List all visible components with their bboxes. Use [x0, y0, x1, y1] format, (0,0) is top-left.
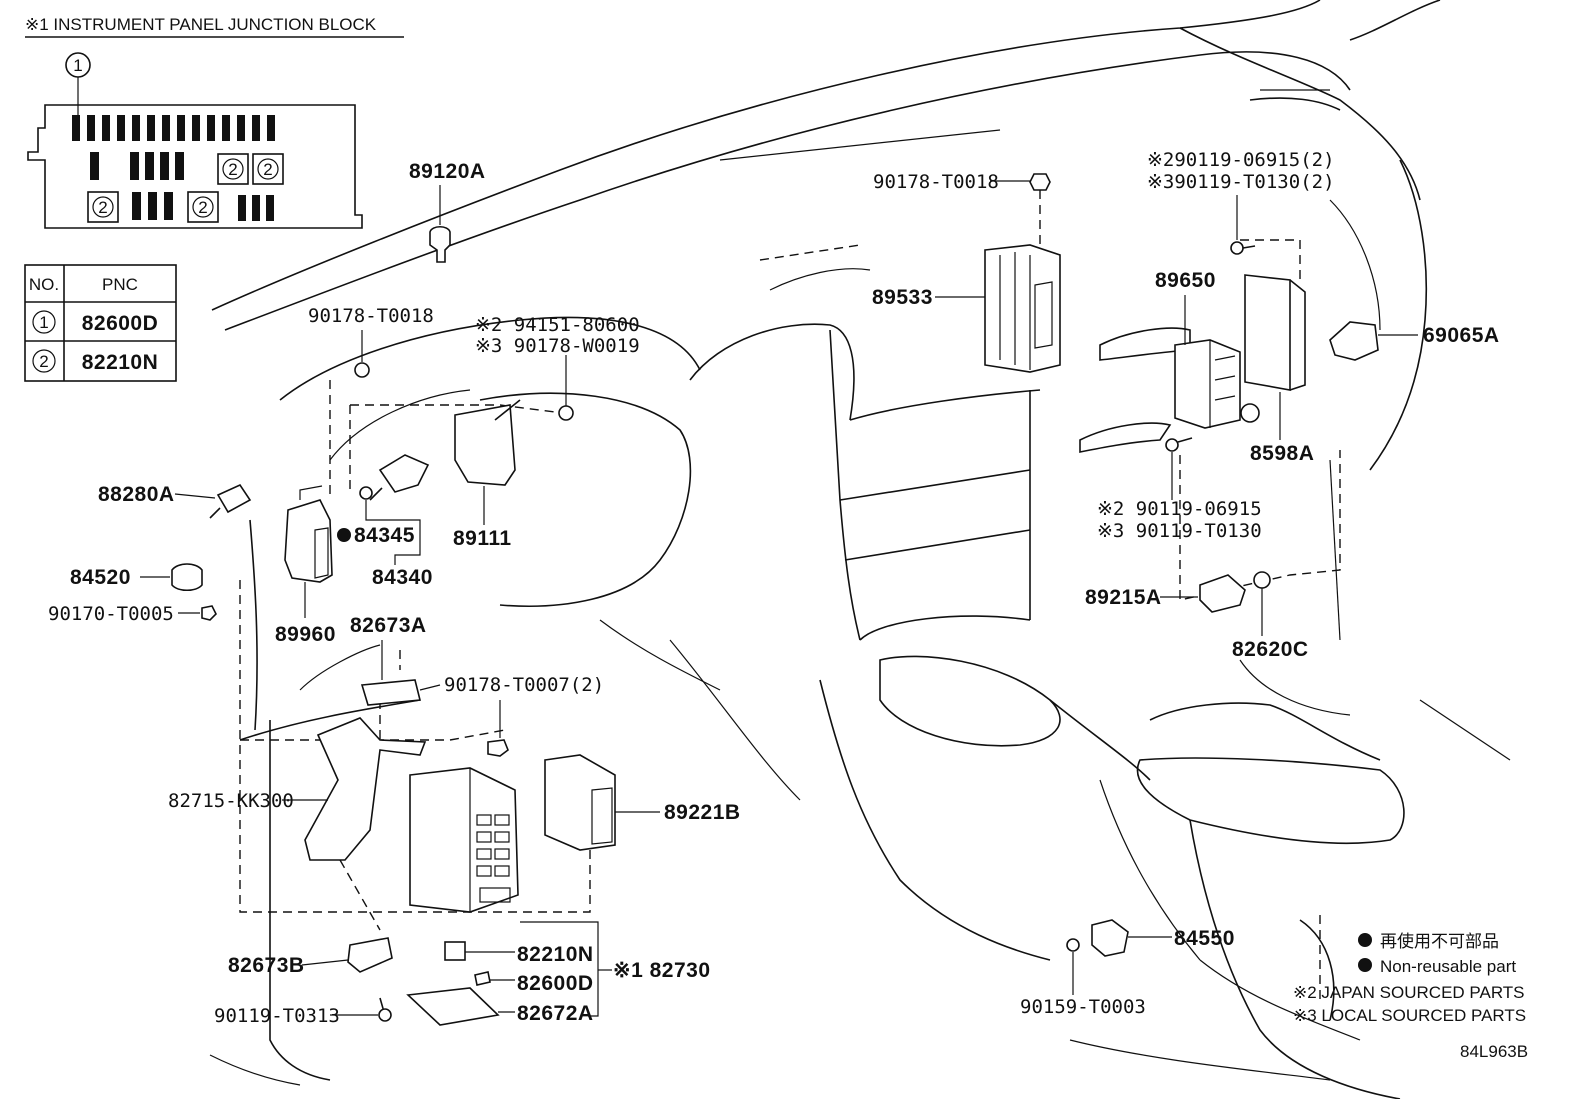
leader-lines: [140, 180, 1418, 1017]
label-89533: 89533: [872, 286, 933, 309]
part-bolt-top-right[interactable]: [1230, 241, 1256, 255]
part-69065A-sensor[interactable]: [1329, 321, 1379, 361]
legend-japan-sourced: ※2 JAPAN SOURCED PARTS: [1293, 983, 1525, 1002]
label-82672A: 82672A: [517, 1002, 594, 1025]
label-89960: 89960: [275, 623, 336, 646]
part-88280A-switch[interactable]: [209, 483, 252, 519]
part-84520-switch[interactable]: [171, 563, 203, 592]
legend: 再使用不可部品 Non-reusable part ※2 JAPAN SOURC…: [1293, 931, 1526, 1025]
part-89120A-clip[interactable]: [429, 225, 451, 263]
pnc-row-1-no: 1: [39, 313, 48, 332]
label-84520: 84520: [70, 566, 131, 589]
part-89215A-sensor[interactable]: [1199, 574, 1246, 613]
pnc-row-2-no: 2: [39, 352, 48, 371]
part-90119-T0313-bolt[interactable]: [378, 997, 392, 1022]
label-89650: 89650: [1155, 269, 1216, 292]
dashboard-outline: [209, 0, 1511, 1099]
part-82210N-relay[interactable]: [444, 941, 466, 961]
label-82620C: 82620C: [1232, 638, 1309, 661]
part-82673A-cover[interactable]: [360, 679, 422, 706]
label-8598A: 8598A: [1250, 442, 1314, 465]
part-82620C-clip[interactable]: [1253, 571, 1271, 589]
part-84340-switch[interactable]: [369, 454, 430, 501]
label-89120A: 89120A: [409, 160, 486, 183]
label-84340: 84340: [372, 566, 433, 589]
label-82715-KK300: 82715-KK300: [168, 790, 294, 812]
part-90159-T0003-bolt[interactable]: [1066, 938, 1080, 952]
part-82730-junction-block[interactable]: [409, 767, 519, 913]
junction-callout-2d: 2: [198, 198, 207, 217]
part-89533-ecu[interactable]: [984, 244, 1061, 373]
label-84550: 84550: [1174, 927, 1235, 950]
part-82672A-cover[interactable]: [406, 987, 500, 1026]
label-82210N: 82210N: [517, 943, 594, 966]
label-94151-80600: ※2 94151-80600: [475, 314, 640, 336]
part-89111-bracket[interactable]: [454, 399, 574, 486]
pnc-row-2-value: 82210N: [82, 351, 159, 374]
figure-code: 84L963B: [1460, 1042, 1528, 1061]
label-89215A: 89215A: [1085, 586, 1162, 609]
label-90178-T0007: 90178-T0007(2): [444, 674, 604, 696]
part-82715-KK300-bracket[interactable]: [304, 717, 427, 861]
part-89221B-ecu[interactable]: [544, 754, 616, 851]
part-90170-T0005-nut[interactable]: [201, 605, 217, 621]
part-90178-T0007-nut[interactable]: [487, 739, 509, 757]
legend-local-sourced: ※3 LOCAL SOURCED PARTS: [1293, 1006, 1526, 1025]
label-90178-T0018-left: 90178-T0018: [308, 305, 434, 327]
label-69065A: 69065A: [1423, 324, 1500, 347]
non-reusable-dot-icon: [1358, 933, 1372, 947]
label-90119-06915-top: ※290119-06915(2): [1147, 149, 1335, 171]
label-82673A: 82673A: [350, 614, 427, 637]
part-90178-T0018-nut-left[interactable]: [354, 362, 370, 378]
label-82673B: 82673B: [228, 954, 305, 977]
part-84345-clip[interactable]: [337, 486, 373, 542]
label-89221B: 89221B: [664, 801, 741, 824]
diagram-title: ※1 INSTRUMENT PANEL JUNCTION BLOCK: [25, 15, 377, 34]
label-90178-T0018-top: 90178-T0018: [873, 171, 999, 193]
label-90159-T0003: 90159-T0003: [1020, 996, 1146, 1018]
label-90119-T0130: ※3 90119-T0130: [1097, 520, 1262, 542]
part-84550-sensor[interactable]: [1091, 919, 1129, 957]
junction-callout-2c: 2: [98, 198, 107, 217]
label-90119-T0313: 90119-T0313: [214, 1005, 340, 1027]
pnc-header-pnc: PNC: [102, 275, 138, 294]
part-82600D-fuse[interactable]: [474, 971, 491, 986]
pnc-header-no: NO.: [29, 275, 59, 294]
part-bolt-mid-right[interactable]: [1165, 437, 1193, 452]
part-90178-T0018-nut-top[interactable]: [1029, 173, 1051, 191]
junction-callout-2a: 2: [228, 160, 237, 179]
legend-non-reusable-jp: 再使用不可部品: [1380, 931, 1499, 951]
label-90170-T0005: 90170-T0005: [48, 603, 174, 625]
label-82600D: 82600D: [517, 972, 594, 995]
label-90119-06915: ※2 90119-06915: [1097, 498, 1262, 520]
part-8598A-module[interactable]: [1244, 274, 1306, 391]
pnc-row-1-value: 82600D: [82, 312, 159, 335]
junction-callout-2b: 2: [263, 160, 272, 179]
part-89650-module[interactable]: [1174, 339, 1260, 429]
part-89960-sensor[interactable]: [284, 485, 333, 583]
non-reusable-dot-icon: [1358, 958, 1372, 972]
part-82673B-cover[interactable]: [347, 937, 393, 973]
junction-block-schematic: 1 2 2 2 2: [27, 52, 363, 229]
label-90178-W0019: ※3 90178-W0019: [475, 335, 640, 357]
legend-non-reusable-en: Non-reusable part: [1380, 957, 1516, 976]
junction-callout-1: 1: [73, 56, 82, 75]
label-89111: 89111: [453, 527, 512, 550]
label-90119-T0130-top: ※390119-T0130(2): [1147, 171, 1335, 193]
label-82730: ※1 82730: [613, 959, 711, 982]
label-84345: 84345: [354, 524, 415, 547]
pnc-table: NO. PNC 1 82600D 2 82210N: [24, 264, 177, 382]
label-88280A: 88280A: [98, 483, 175, 506]
